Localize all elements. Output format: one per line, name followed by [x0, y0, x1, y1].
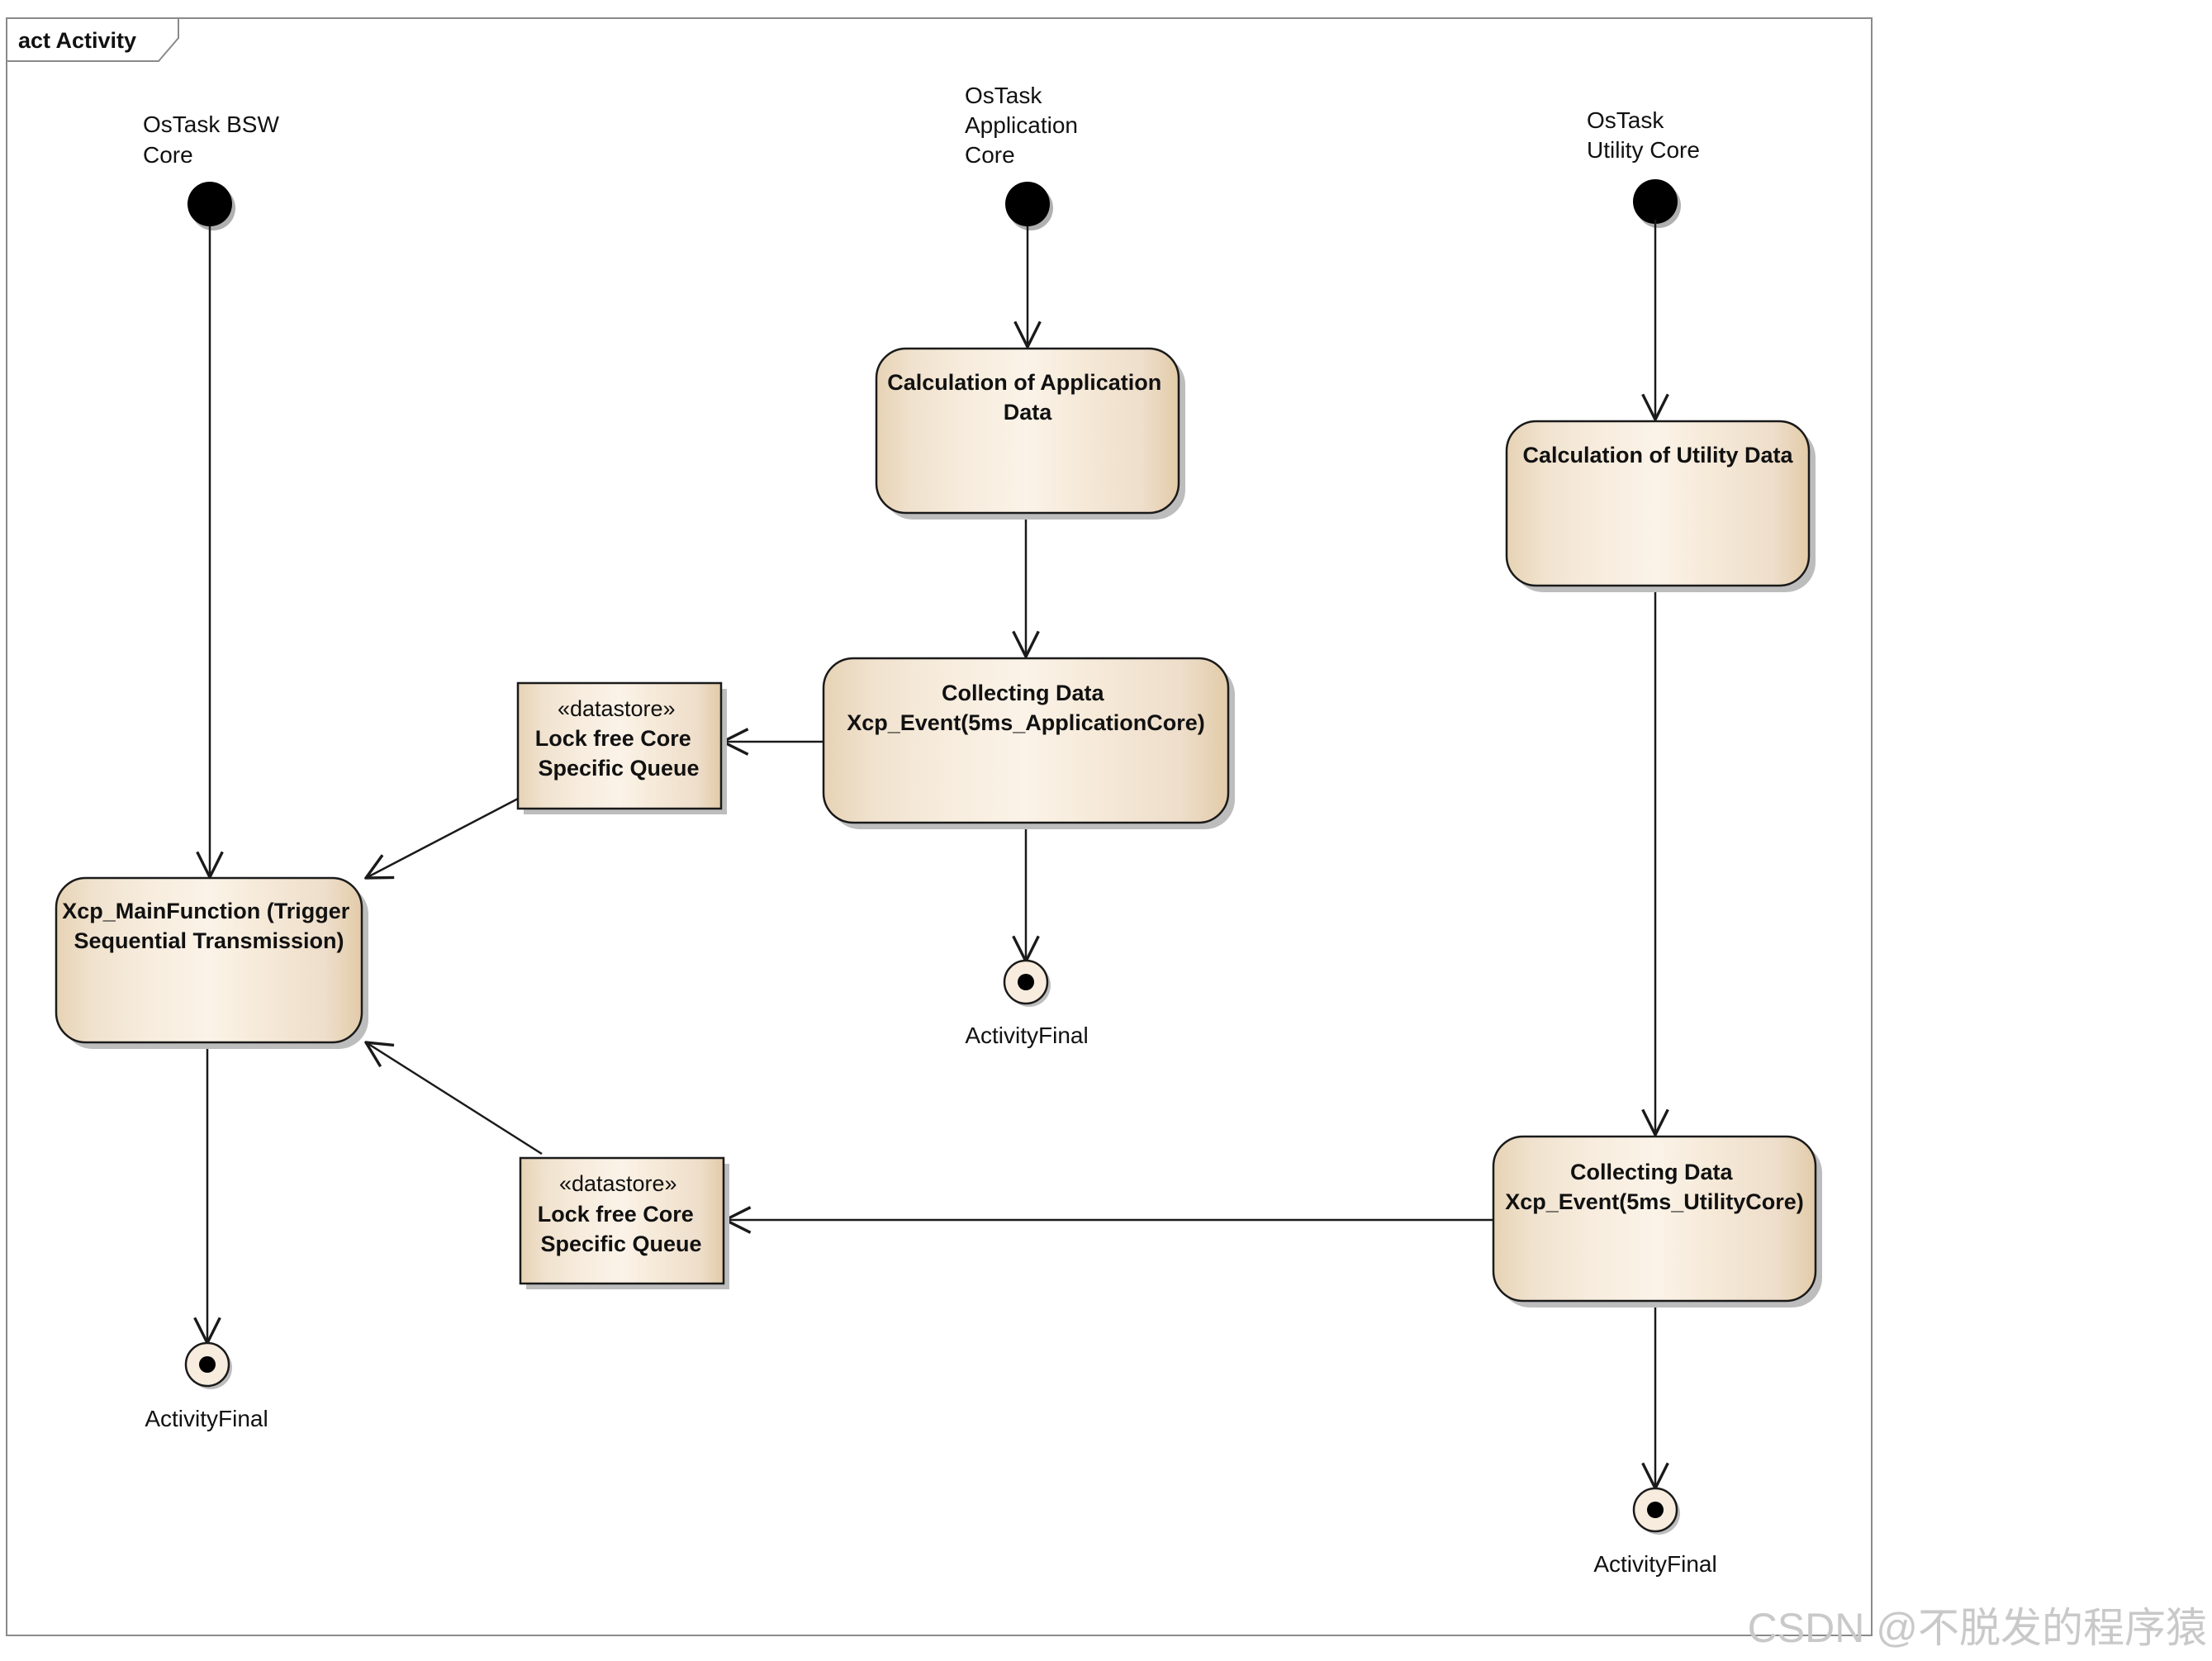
action-collect-util[interactable]: Collecting Data Xcp_Event(5ms_UtilityCor…: [1492, 1135, 1822, 1307]
final-node-app: [1003, 959, 1051, 1007]
datastore-upper-line-2: Specific Queue: [538, 756, 699, 781]
action-main-function-label: Xcp_MainFunction (Trigger Sequential Tra…: [62, 899, 356, 953]
initial-node-app: [1005, 182, 1053, 230]
action-collect-util-label: Collecting Data Xcp_Event(5ms_UtilityCor…: [1505, 1160, 1804, 1214]
final-bsw-label: ActivityFinal: [145, 1406, 268, 1431]
action-collect-app-label: Collecting Data Xcp_Event(5ms_Applicatio…: [847, 681, 1205, 735]
datastore-lower-line-2: Specific Queue: [540, 1232, 701, 1256]
action-collect-app[interactable]: Collecting Data Xcp_Event(5ms_Applicatio…: [822, 657, 1235, 829]
action-calc-app[interactable]: Calculation of Application Data: [875, 347, 1185, 520]
swimlane-label-bsw: OsTask BSW Core: [143, 112, 286, 168]
swimlane-app-line-3: Core: [965, 142, 1015, 168]
swimlane-app-line-1: OsTask: [965, 83, 1042, 108]
datastore-upper[interactable]: «datastore» Lock free Core Specific Queu…: [516, 681, 727, 814]
flow-ds-upper-to-main: [366, 797, 519, 878]
final-node-util: [1632, 1487, 1680, 1535]
control-flows: [207, 220, 1655, 1488]
action-calc-util-line-1: Calculation of Utility Data: [1522, 443, 1793, 467]
datastore-lower-stereotype: «datastore»: [559, 1171, 677, 1196]
swimlane-bsw-line-2: Core: [143, 142, 193, 168]
swimlane-bsw-line-1: OsTask BSW: [143, 112, 279, 137]
action-main-function[interactable]: Xcp_MainFunction (Trigger Sequential Tra…: [55, 876, 368, 1049]
action-main-function-line-1: Xcp_MainFunction (Trigger: [62, 899, 350, 923]
datastore-lower-label: «datastore» Lock free Core Specific Queu…: [538, 1171, 702, 1256]
datastore-upper-label: «datastore» Lock free Core Specific Queu…: [535, 696, 700, 781]
initial-node-util: [1633, 179, 1681, 228]
final-node-bsw: [184, 1341, 232, 1389]
action-calc-util[interactable]: Calculation of Utility Data: [1505, 420, 1816, 592]
swimlane-app-line-2: Application: [965, 112, 1078, 138]
datastore-lower[interactable]: «datastore» Lock free Core Specific Queu…: [519, 1156, 729, 1289]
initial-node-bsw: [187, 182, 235, 230]
action-calc-util-label: Calculation of Utility Data: [1522, 443, 1793, 467]
action-calc-app-label: Calculation of Application Data: [887, 370, 1168, 425]
final-util-label: ActivityFinal: [1593, 1551, 1716, 1577]
action-calc-app-line-2: Data: [1004, 400, 1053, 425]
action-collect-util-line-1: Collecting Data: [1570, 1160, 1734, 1184]
swimlane-label-app: OsTask Application Core: [965, 83, 1085, 168]
frame-title: act Activity: [18, 28, 136, 53]
action-calc-app-line-1: Calculation of Application: [887, 370, 1161, 395]
action-collect-util-line-2: Xcp_Event(5ms_UtilityCore): [1505, 1189, 1804, 1214]
datastore-upper-line-1: Lock free Core: [535, 726, 691, 751]
diagram-frame: act Activity: [6, 17, 1873, 1636]
action-collect-app-line-1: Collecting Data: [942, 681, 1105, 705]
flow-ds-lower-to-main: [366, 1042, 543, 1156]
action-collect-app-line-2: Xcp_Event(5ms_ApplicationCore): [847, 710, 1205, 735]
swimlane-util-line-2: Utility Core: [1587, 137, 1700, 163]
watermark: CSDN @不脱发的程序猿: [1748, 1605, 2207, 1651]
datastore-lower-line-1: Lock free Core: [538, 1202, 694, 1227]
datastore-upper-stereotype: «datastore»: [558, 696, 676, 721]
swimlane-util-line-1: OsTask: [1587, 107, 1664, 133]
final-app-label: ActivityFinal: [965, 1023, 1088, 1048]
swimlane-label-util: OsTask Utility Core: [1587, 107, 1700, 163]
action-main-function-line-2: Sequential Transmission): [74, 928, 344, 953]
